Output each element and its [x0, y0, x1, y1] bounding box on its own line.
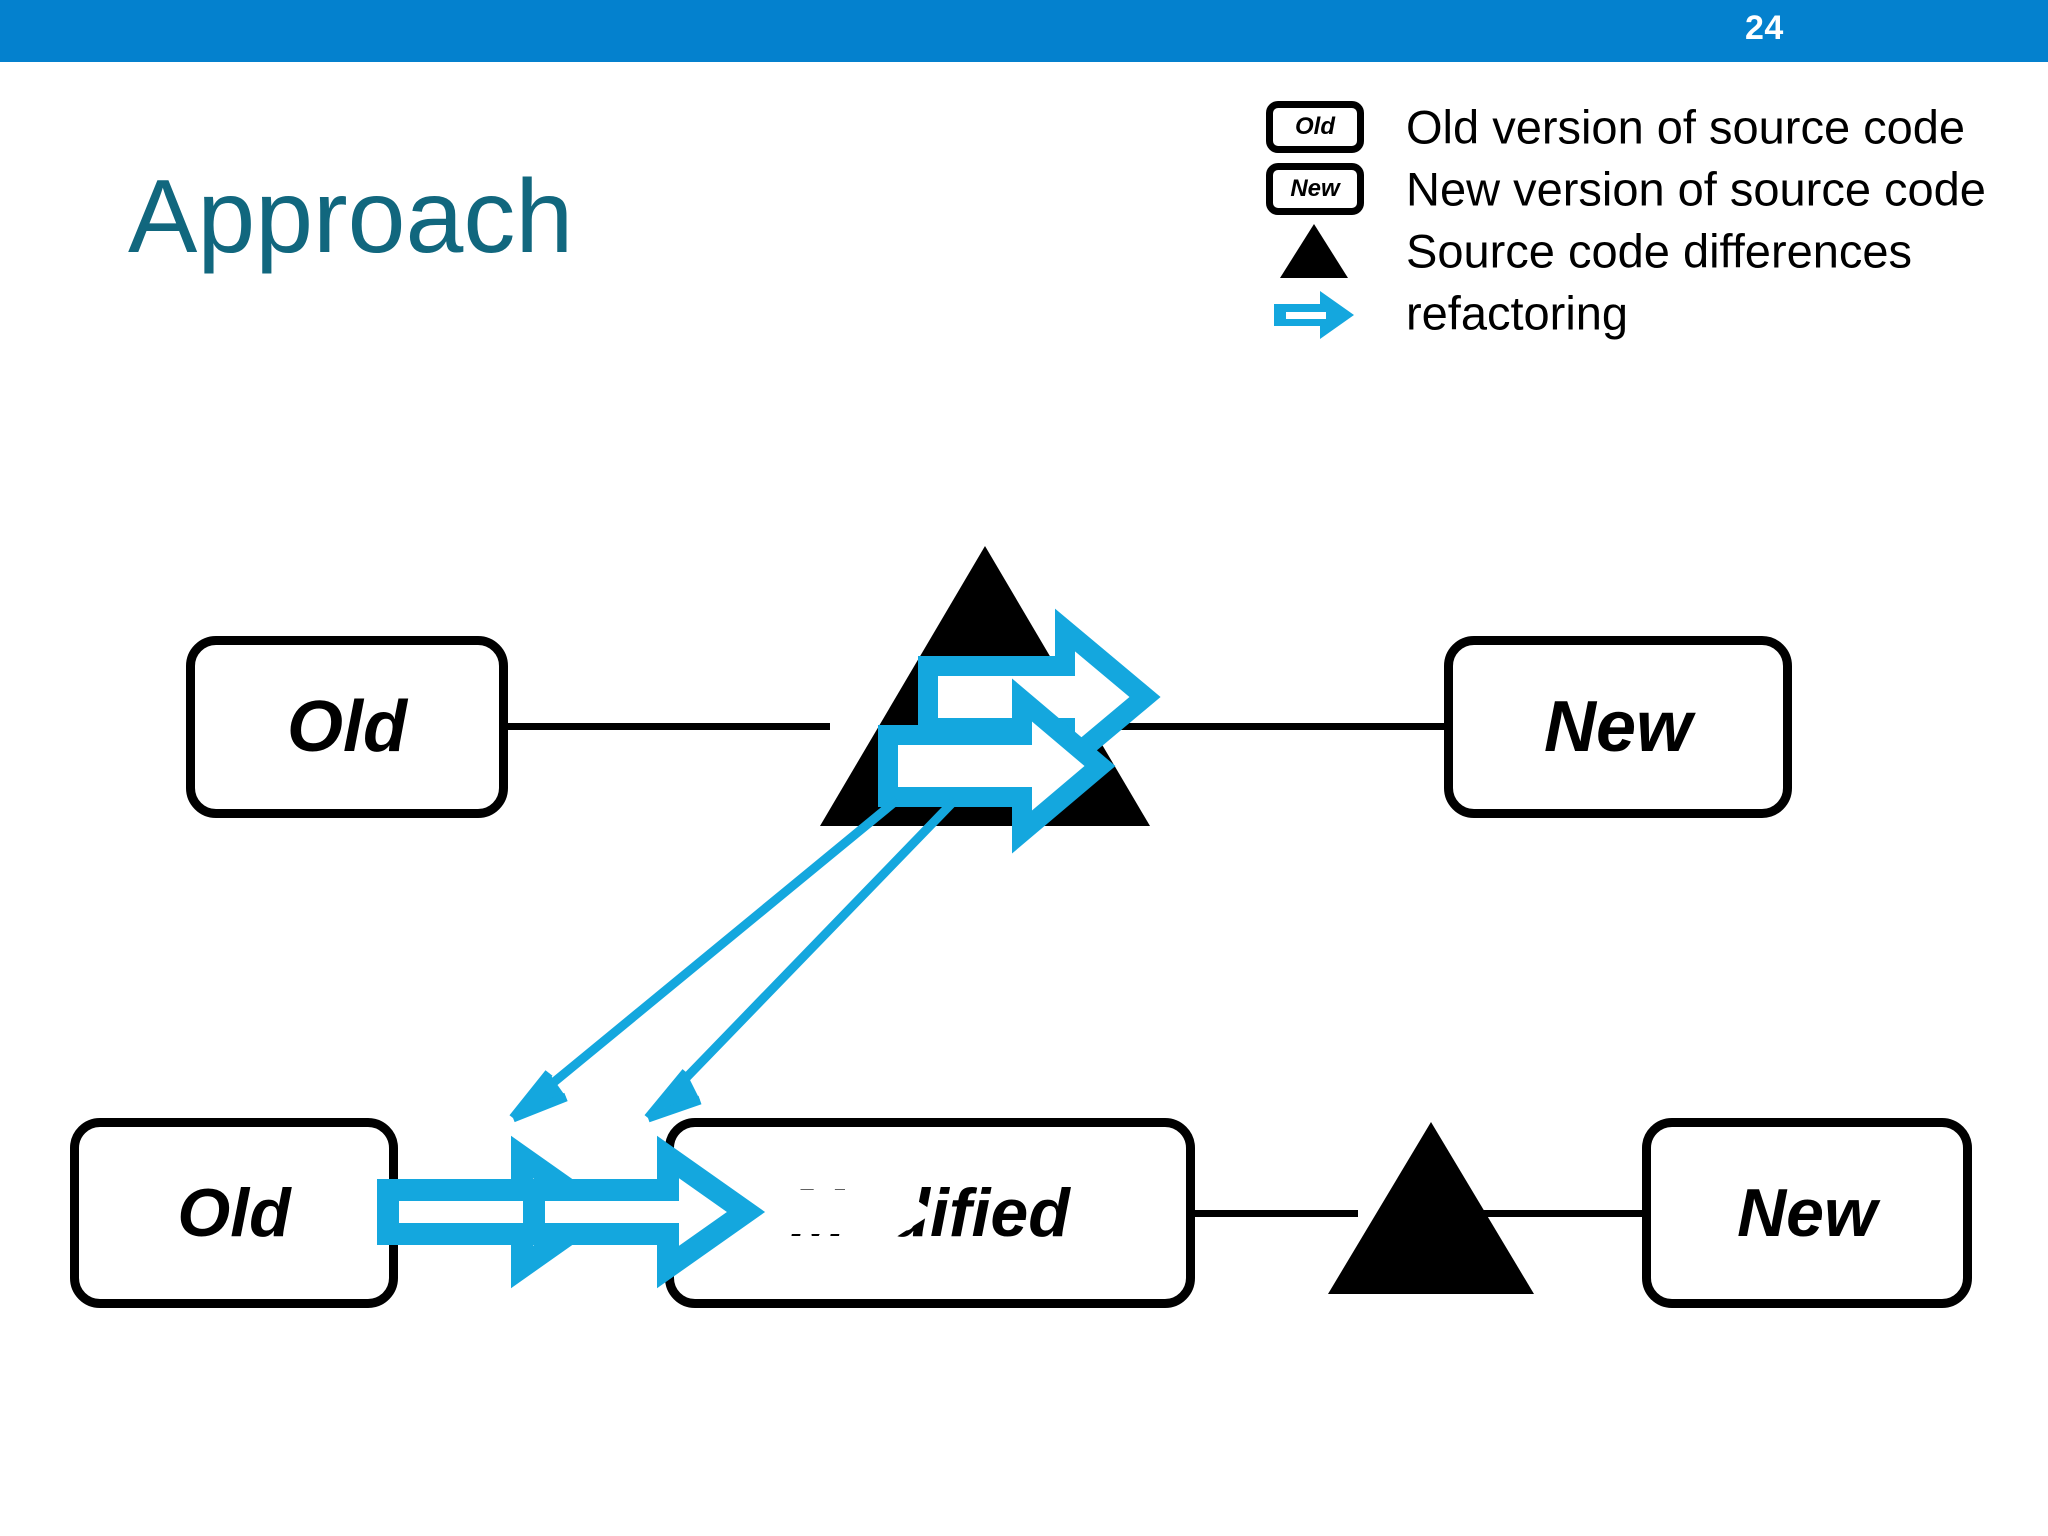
legend-label-new-version: New version of source code — [1406, 162, 1986, 216]
connector-modified-to-diff-bottom — [1188, 1210, 1358, 1217]
mapping-arrow-left — [509, 796, 900, 1123]
legend-icon-slot: New — [1258, 158, 1370, 220]
node-new-top-label: New — [1543, 687, 1693, 767]
legend-icon-slot — [1258, 220, 1370, 282]
refactoring-arrow-top-lower — [878, 678, 1116, 854]
refactoring-arrow-bottom-2 — [523, 1135, 766, 1289]
connector-old-to-diff-top — [500, 723, 830, 730]
slide-header-bar — [0, 0, 2048, 62]
refactoring-arrow-bottom-1 — [377, 1135, 620, 1289]
new-box-icon: New — [1266, 163, 1364, 215]
legend-label-source-code-differences: Source code differences — [1406, 224, 1913, 278]
page-number: 24 — [1745, 9, 1784, 47]
node-new-bottom-label: New — [1737, 1175, 1877, 1251]
source-code-differences-triangle-top — [820, 546, 1150, 826]
legend-label-old-version: Old version of source code — [1406, 100, 1966, 154]
node-modified: Modified — [665, 1118, 1195, 1308]
connector-diff-to-new-bottom — [1430, 1210, 1650, 1217]
page-title: Approach — [128, 159, 574, 275]
refactoring-arrow-icon — [1272, 288, 1356, 347]
node-new-top: New — [1444, 636, 1792, 818]
legend-icon-slot — [1258, 282, 1370, 344]
node-old-top-label: Old — [287, 687, 407, 767]
mapping-arrow-right — [644, 796, 959, 1123]
connector-diff-to-new-top — [1090, 723, 1450, 730]
node-old-bottom: Old — [70, 1118, 398, 1308]
node-modified-label: Modified — [790, 1175, 1070, 1251]
refactoring-arrow-bottom-first — [386, 1155, 935, 1270]
old-box-icon-label: Old — [1295, 113, 1335, 140]
node-old-top: Old — [186, 636, 508, 818]
new-box-icon-label: New — [1290, 175, 1340, 202]
source-code-differences-triangle-bottom — [1328, 1122, 1534, 1294]
legend-label-refactoring: refactoring — [1406, 286, 1629, 340]
refactoring-arrow-top-upper — [918, 608, 1161, 786]
node-new-bottom: New — [1642, 1118, 1972, 1308]
old-box-icon: Old — [1266, 101, 1364, 153]
black-triangle-icon — [1280, 224, 1348, 278]
node-old-bottom-label: Old — [177, 1175, 291, 1251]
legend-icon-slot: Old — [1258, 96, 1370, 158]
